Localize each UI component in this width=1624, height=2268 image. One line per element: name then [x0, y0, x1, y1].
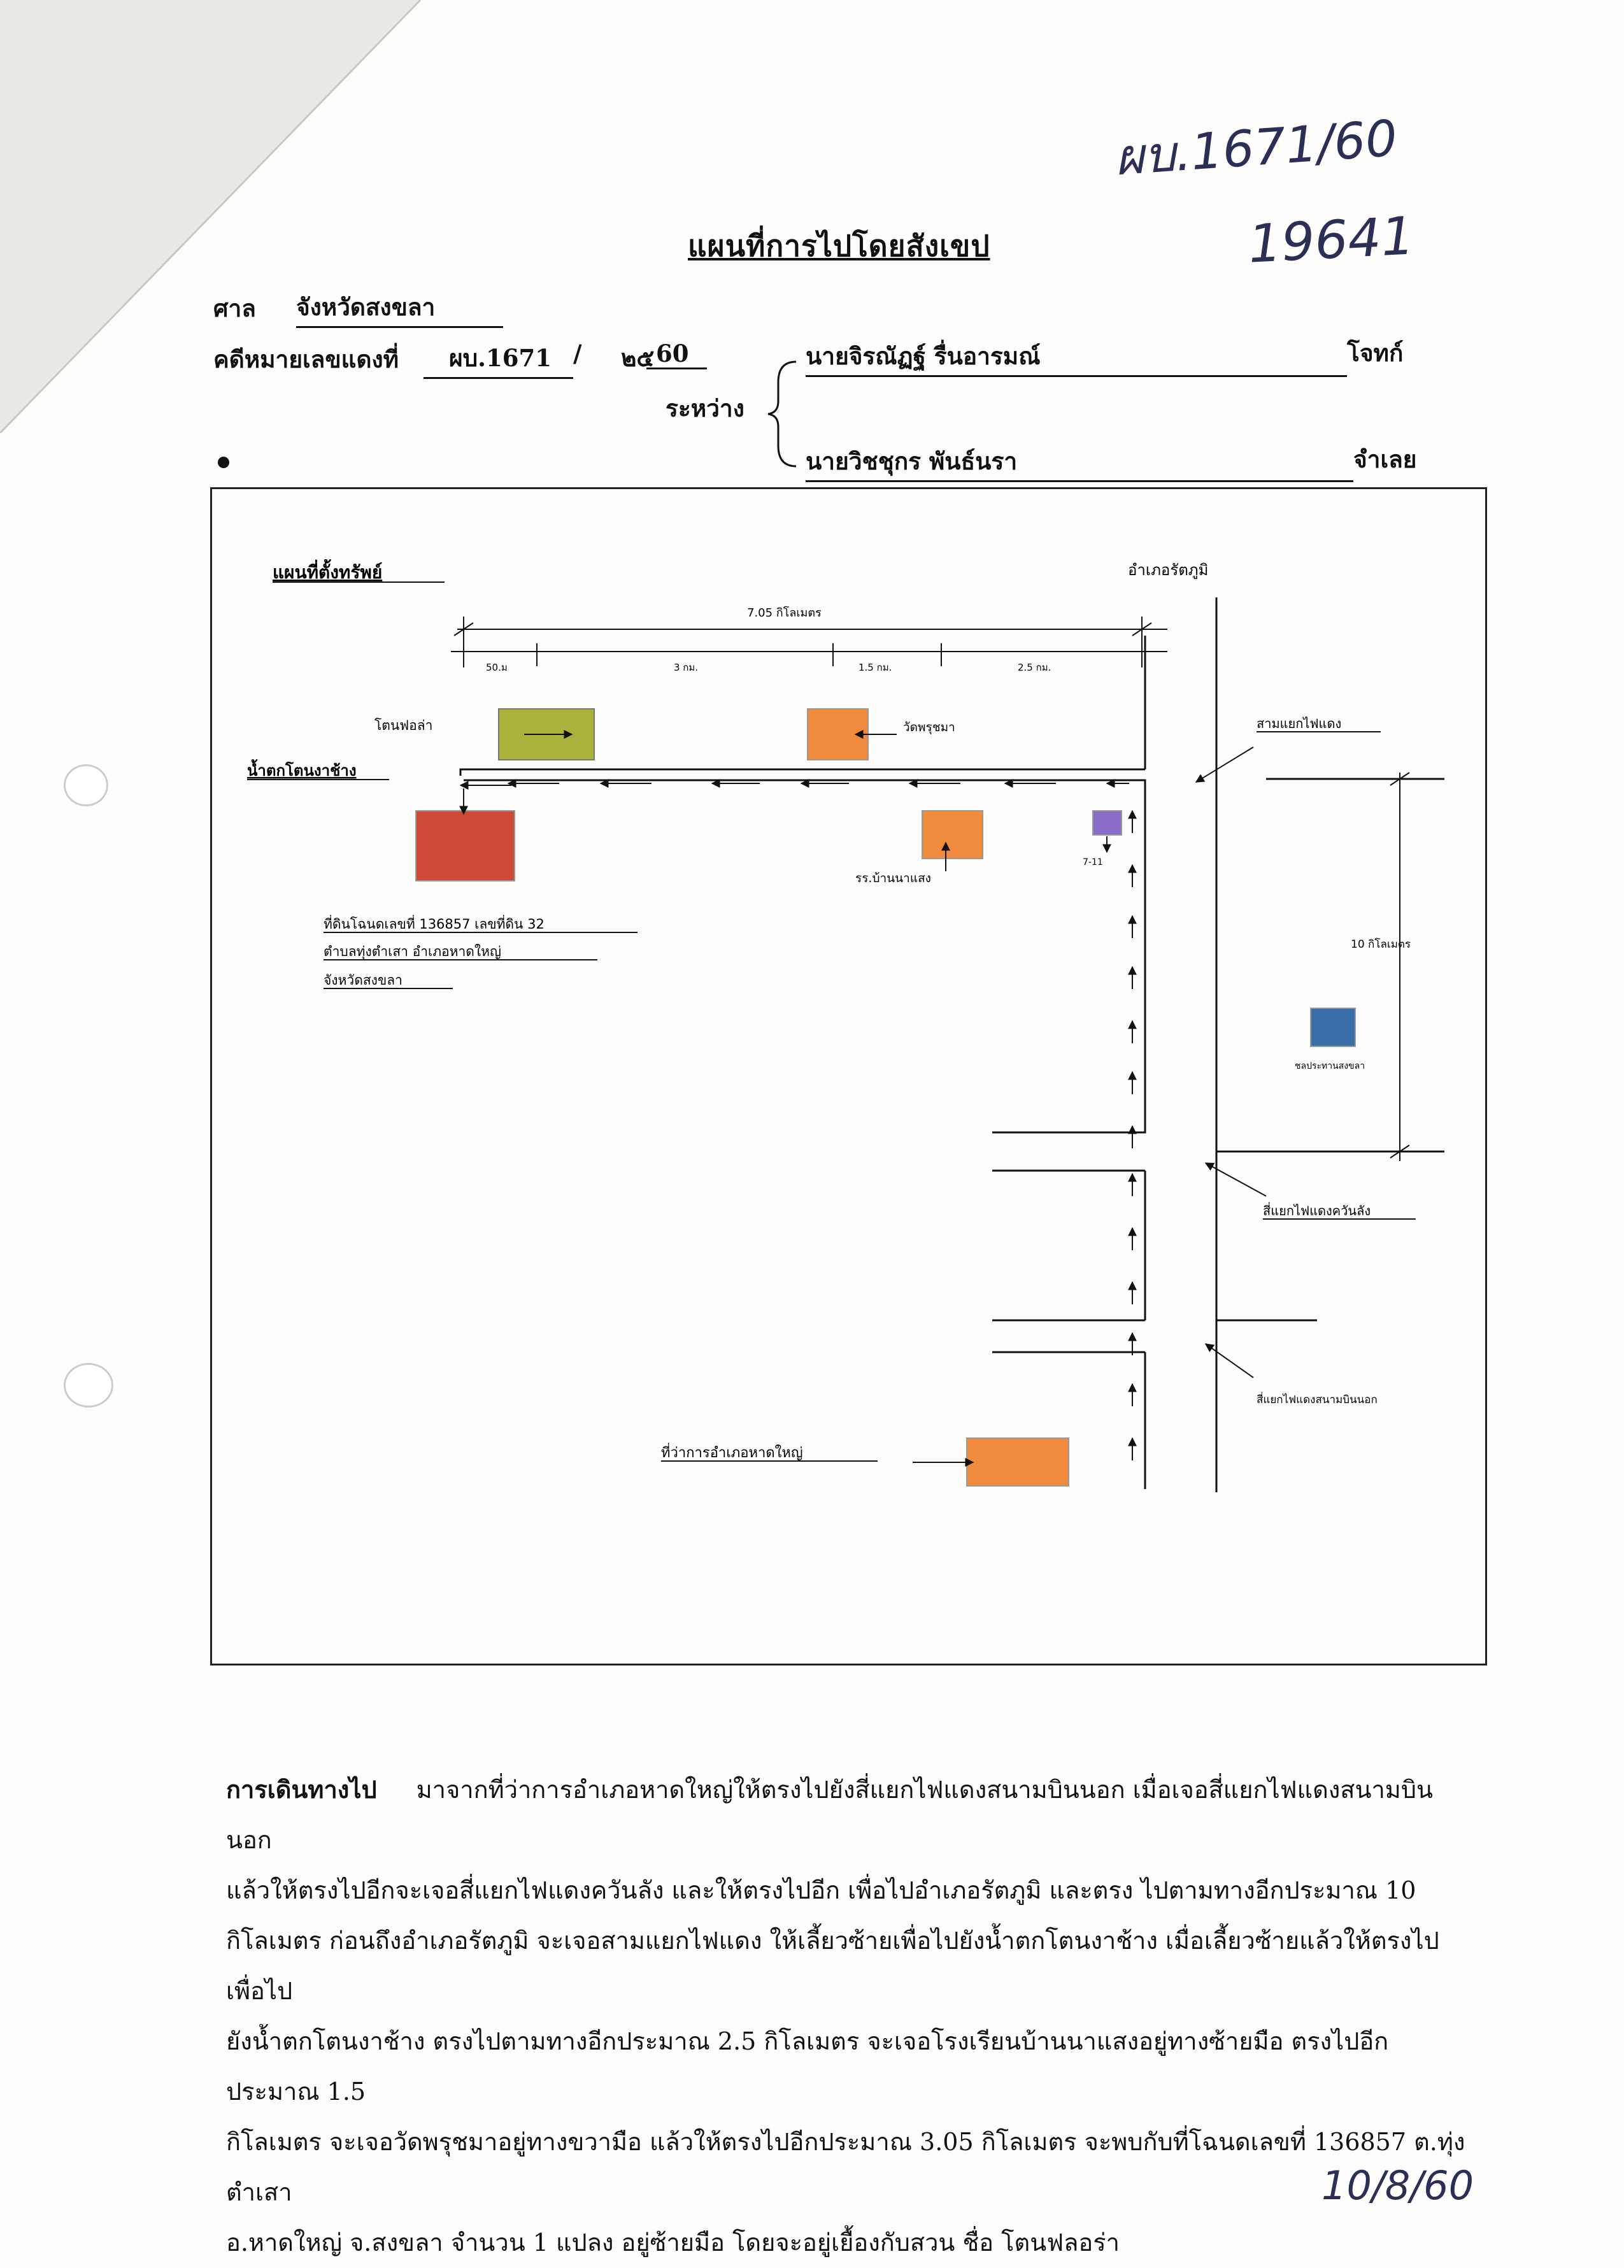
plaintiff-name: นายจิรณัฏฐ์ รื่นอารมณ์ — [806, 338, 1347, 377]
case-slash: / — [573, 339, 582, 367]
directions-line1-text: มาจากที่ว่าการอำเภอหาดใหญ่ให้ตรงไปยังสี่… — [226, 1776, 1433, 1854]
binder-hole-top — [64, 764, 108, 806]
handwritten-date: 10/8/60 — [1321, 2162, 1474, 2209]
seven-eleven-label: 7-11 — [1083, 857, 1103, 867]
directions-line-2: แล้วให้ตรงไปอีกจะเจอสี่แยกไฟแดงควันลัง แ… — [226, 1876, 1416, 1904]
directions-line-3: กิโลเมตร ก่อนถึงอำเภอรัตภูมิ จะเจอสามแยก… — [226, 1927, 1439, 2005]
junction-khwanlang-pointer — [1204, 1162, 1267, 1197]
junction-3-pointer — [1195, 746, 1254, 783]
case-year-suffix: 60 — [646, 339, 707, 369]
irrigation-box — [1310, 1008, 1356, 1047]
defendant-label: จำเลย — [1353, 445, 1417, 473]
waterfall-label: น้ำตกโตนงาช้าง — [247, 759, 357, 780]
map-heading: แผนที่ตั้งทรัพย์ — [273, 559, 382, 583]
junction-3-label: สามแยกไฟแดง — [1257, 716, 1341, 731]
road-lines — [459, 597, 1444, 1492]
junction-khwanlang-label: สี่แยกไฟแดงควันลัง — [1263, 1202, 1371, 1218]
plot-label-underlines — [324, 932, 637, 989]
segment-2-label: 3 กม. — [674, 662, 698, 673]
handwritten-case-number: ผบ.1671/60 — [1113, 110, 1399, 187]
plot-label-line2: ตำบลทุ่งตำเสา อำเภอหาดใหญ่ — [324, 944, 501, 960]
seven-eleven-box — [1092, 810, 1122, 836]
directions-line-4: ยังน้ำตกโตนงาช้าง ตรงไปตามทางอีกประมาณ 2… — [226, 2027, 1389, 2106]
wat-label: วัดพรุชมา — [903, 720, 955, 735]
handwritten-file-number: 19641 — [1246, 206, 1416, 275]
junction-airport-pointer — [1204, 1343, 1254, 1378]
distance-dimensions — [451, 617, 1167, 667]
total-distance-label: 7.05 กิโลเมตร — [747, 606, 822, 620]
plot-box — [415, 810, 515, 881]
case-year-prefix: ๒๕ — [621, 344, 655, 372]
between-label: ระหว่าง — [666, 394, 744, 422]
court-value: จังหวัดสงขลา — [296, 289, 503, 328]
directions-line-1: การเดินทางไปมาจากที่ว่าการอำเภอหาดใหญ่ให… — [226, 1764, 1474, 1865]
binder-hole-bottom — [64, 1363, 113, 1408]
route-map: แผนที่ตั้งทรัพย์ อำเภอรัตภูมิ 7.05 กิโลเ… — [247, 559, 1444, 1492]
district-office-label: ที่ว่าการอำเภอหาดใหญ่ — [661, 1443, 803, 1461]
district-north-label: อำเภอรัตภูมิ — [1128, 561, 1208, 580]
case-label: คดีหมายเลขแดงที่ — [213, 345, 399, 373]
ten-km-dimension — [1390, 772, 1410, 1161]
case-value: ผบ.1671 — [424, 339, 573, 379]
court-label: ศาล — [213, 294, 256, 322]
page-title: แผนที่การไปโดยสังเขป — [688, 229, 990, 263]
school-box — [922, 810, 983, 859]
folded-corner — [0, 0, 422, 433]
irrigation-label: ชลประทานสงขลา — [1295, 1061, 1365, 1071]
plot-label-line3: จังหวัดสงขลา — [324, 973, 402, 988]
directions-line-5: กิโลเมตร จะเจอวัดพรุชมาอยู่ทางขวามือ แล้… — [226, 2128, 1465, 2206]
segment-4-label: 2.5 กม. — [1018, 662, 1051, 673]
segment-3-label: 1.5 กม. — [858, 662, 892, 673]
junction-airport-label: สี่แยกไฟแดงสนามบินนอก — [1257, 1392, 1378, 1406]
school-label: รร.บ้านนาแสง — [855, 871, 931, 885]
ten-km-label: 10 กิโลเมตร — [1351, 938, 1411, 951]
map-frame: แผนที่ตั้งทรัพย์ อำเภอรัตภูมิ 7.05 กิโลเ… — [210, 487, 1487, 1665]
between-brace — [767, 360, 797, 467]
plaintiff-label: โจทก์ — [1347, 339, 1404, 367]
directions-label: การเดินทางไป — [226, 1775, 377, 1804]
ton-flora-label: โตนฟอล่า — [374, 718, 432, 733]
bullet-dot — [218, 457, 229, 468]
segment-1-label: 50.ม — [486, 662, 508, 673]
defendant-name: นายวิชชุกร พันธ์นรา — [806, 443, 1353, 482]
directions-line-6: อ.หาดใหญ่ จ.สงขลา จำนวน 1 แปลง อยู่ซ้ายม… — [226, 2229, 1120, 2257]
plot-label-line1: ที่ดินโฉนดเลขที่ 136857 เลขที่ดิน 32 — [324, 915, 545, 932]
directions-paragraph: การเดินทางไปมาจากที่ว่าการอำเภอหาดใหญ่ให… — [226, 1764, 1474, 2268]
district-office-box — [966, 1437, 1069, 1487]
route-arrows — [459, 779, 1137, 1460]
